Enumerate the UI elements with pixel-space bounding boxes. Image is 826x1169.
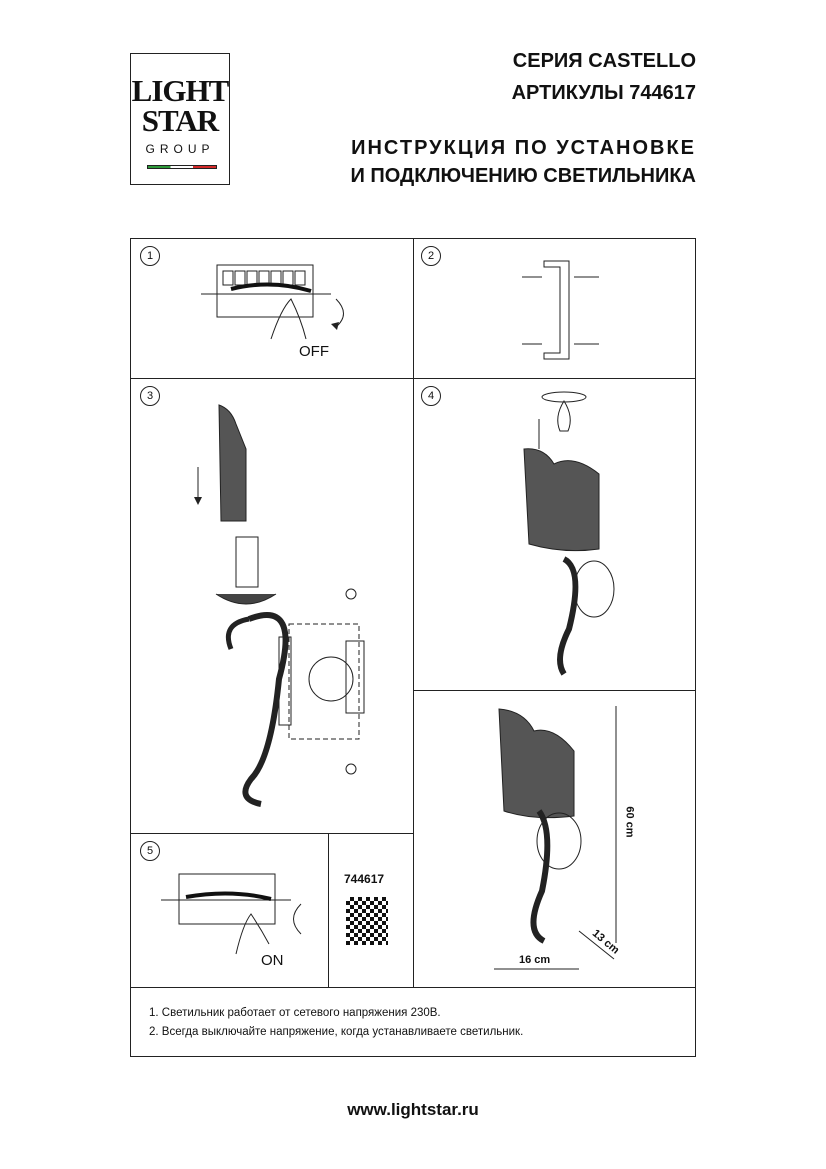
- lightstar-logo: LIGHT STAR GROUP: [130, 53, 230, 185]
- step-number: 2: [421, 246, 441, 266]
- step-3-panel: 3: [130, 378, 414, 834]
- note-2: 2. Всегда выключайте напряжение, когда у…: [149, 1026, 524, 1038]
- qr-code[interactable]: [346, 897, 388, 945]
- logo-line1: LIGHT: [131, 73, 230, 108]
- step-number: 3: [140, 386, 160, 406]
- breaker-off-illustration: [201, 264, 344, 340]
- step-1-panel: 1 OFF: [130, 238, 414, 379]
- note-1: 1. Светильник работает от сетевого напря…: [149, 1007, 441, 1019]
- width-dimension: 16 cm: [519, 954, 551, 966]
- logo-line2: STAR: [141, 103, 219, 138]
- breaker-on-illustration: [161, 873, 302, 955]
- step-number: 1: [140, 246, 160, 266]
- logo-line3: GROUP: [145, 142, 215, 156]
- on-label: ON: [261, 952, 284, 969]
- italian-flag-stripe: [147, 165, 217, 169]
- instruction-title-2: И ПОДКЛЮЧЕНИЮ СВЕТИЛЬНИКА: [350, 165, 696, 187]
- step-5-panel: 5 ON: [130, 833, 329, 988]
- instruction-title-1: ИНСТРУКЦИЯ ПО УСТАНОВКЕ: [351, 137, 696, 159]
- height-dimension: 60 cm: [623, 806, 636, 838]
- step-2-panel: 2: [413, 238, 696, 379]
- step-number: 5: [140, 841, 160, 861]
- off-label: OFF: [299, 343, 329, 360]
- shade-mounting-illustration: [194, 404, 365, 807]
- article-panel: 744617: [328, 833, 414, 988]
- series-title: СЕРИЯ CASTELLO: [512, 50, 696, 72]
- step-number: 4: [421, 386, 441, 406]
- step-4-panel: 4: [413, 378, 696, 691]
- dimensions-illustration: [494, 706, 617, 970]
- article-title: АРТИКУЛЫ 744617: [511, 82, 696, 104]
- article-number: 744617: [344, 872, 385, 886]
- mounting-bracket-illustration: [522, 260, 599, 360]
- dimensions-panel: 60 cm 16 cm 13 cm: [413, 690, 696, 988]
- notes-panel: 1. Светильник работает от сетевого напря…: [130, 987, 696, 1057]
- website-link[interactable]: www.lightstar.ru: [347, 1100, 479, 1119]
- bulb-install-illustration: [523, 391, 615, 676]
